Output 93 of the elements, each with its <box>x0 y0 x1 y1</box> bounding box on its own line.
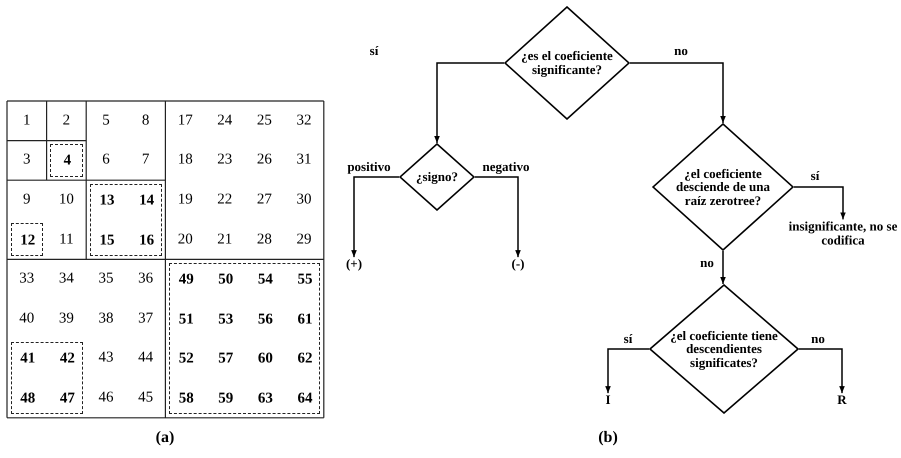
flow-arrow <box>630 62 726 123</box>
dashed-group-box <box>10 223 44 256</box>
coefficient-number: 43 <box>98 350 114 366</box>
dashed-group-box <box>90 184 162 256</box>
coefficient-number: 35 <box>98 272 114 287</box>
flow-arrow <box>799 348 845 394</box>
coefficient-number: 42 <box>60 352 75 367</box>
edge-label: sí <box>810 168 820 184</box>
coefficient-number: 60 <box>258 352 273 367</box>
flow-arrow <box>605 348 649 394</box>
dashed-group-box <box>10 342 83 414</box>
coefficient-number: 64 <box>297 391 312 406</box>
coefficient-number: 26 <box>256 152 272 168</box>
coefficient-number: 5 <box>102 113 110 128</box>
outcome-text: R <box>837 393 847 407</box>
coefficient-number: 58 <box>178 391 194 406</box>
coefficient-number: 7 <box>142 152 150 168</box>
edge-label: positivo <box>346 160 392 174</box>
outcome-text: I <box>605 393 611 407</box>
coefficient-number: 55 <box>297 272 312 288</box>
coefficient-number: 52 <box>178 352 194 367</box>
coefficient-number: 41 <box>20 352 36 367</box>
edge-label: sí <box>368 44 380 58</box>
coefficient-number: 50 <box>218 272 234 288</box>
dashed-group-box <box>50 144 83 177</box>
coefficient-number: 22 <box>217 192 232 208</box>
coefficient-number: 39 <box>58 311 74 326</box>
coefficient-number: 59 <box>218 391 234 406</box>
coefficient-number: 11 <box>59 232 74 248</box>
coefficient-number: 24 <box>217 113 232 128</box>
coefficient-number: 48 <box>20 391 36 406</box>
coefficient-number: 19 <box>178 192 193 208</box>
coefficient-number: 38 <box>98 311 114 326</box>
coefficient-number: 14 <box>139 193 154 208</box>
decision-question: ¿el coeficiente desciende de una raíz zerotree? <box>675 166 771 208</box>
outcome-text: (+) <box>346 257 362 271</box>
coefficient-number: 40 <box>19 311 34 326</box>
flow-arrow <box>434 62 504 143</box>
coefficient-number: 56 <box>258 312 273 328</box>
coefficient-number: 45 <box>138 390 154 406</box>
coefficient-number: 27 <box>256 192 272 208</box>
coefficient-number: 49 <box>178 272 194 288</box>
edge-label: negativo <box>482 160 530 174</box>
coefficient-number: 10 <box>58 192 74 208</box>
coefficient-number: 46 <box>98 390 114 406</box>
coefficient-number: 44 <box>138 350 154 366</box>
coefficient-number: 8 <box>142 113 150 128</box>
coefficient-number: 6 <box>102 152 110 168</box>
coefficient-number: 4 <box>64 154 72 169</box>
decision-question: ¿signo? <box>416 170 458 184</box>
coefficient-number: 53 <box>218 312 234 328</box>
coefficient-number: 15 <box>99 233 114 248</box>
coefficient-number: 37 <box>138 311 154 326</box>
coefficient-number: 1 <box>23 113 31 128</box>
dashed-group-box <box>168 262 320 414</box>
coefficient-number: 47 <box>60 391 75 406</box>
coefficient-number: 54 <box>258 272 273 288</box>
coefficient-number: 20 <box>178 232 193 248</box>
coefficient-number: 25 <box>256 113 272 128</box>
coefficient-number: 2 <box>62 113 70 128</box>
flow-arrow <box>475 176 521 258</box>
coefficient-number: 33 <box>19 272 34 287</box>
coefficient-number: 34 <box>58 272 74 287</box>
decision-question: ¿el coeficiente tiene descendientes significates? <box>669 328 779 370</box>
coefficient-number: 17 <box>178 113 193 128</box>
coefficient-number: 61 <box>297 312 312 328</box>
coefficient-number: 21 <box>217 232 232 248</box>
flow-arrow <box>720 251 726 284</box>
coefficient-number: 63 <box>258 391 273 406</box>
panel-label: (a) <box>156 430 174 446</box>
coefficient-number: 9 <box>23 192 31 208</box>
coefficient-number: 13 <box>99 193 114 208</box>
coefficient-number: 28 <box>256 232 272 248</box>
coefficient-number: 62 <box>297 352 312 367</box>
coefficient-number: 12 <box>20 233 36 248</box>
coefficient-number: 32 <box>296 113 312 128</box>
flow-arrow <box>351 176 399 258</box>
coefficient-number: 23 <box>217 152 232 168</box>
coefficient-number: 18 <box>178 152 193 168</box>
outcome-text: insignificante, no se codifica <box>788 219 898 247</box>
coefficient-number: 29 <box>296 232 312 248</box>
coefficient-number: 57 <box>218 352 234 367</box>
coefficient-number: 31 <box>296 152 312 168</box>
coefficient-number: 16 <box>139 233 154 248</box>
panel-label: (b) <box>598 430 618 446</box>
coefficient-number: 30 <box>296 192 312 208</box>
edge-label: sí <box>622 332 634 346</box>
coefficient-number: 51 <box>178 312 194 328</box>
coefficient-number: 36 <box>138 272 154 287</box>
flow-arrow <box>794 186 846 220</box>
outcome-text: (-) <box>512 257 524 271</box>
decision-question: ¿es el coeficiente significante? <box>521 49 613 77</box>
coefficient-number: 3 <box>23 152 31 168</box>
